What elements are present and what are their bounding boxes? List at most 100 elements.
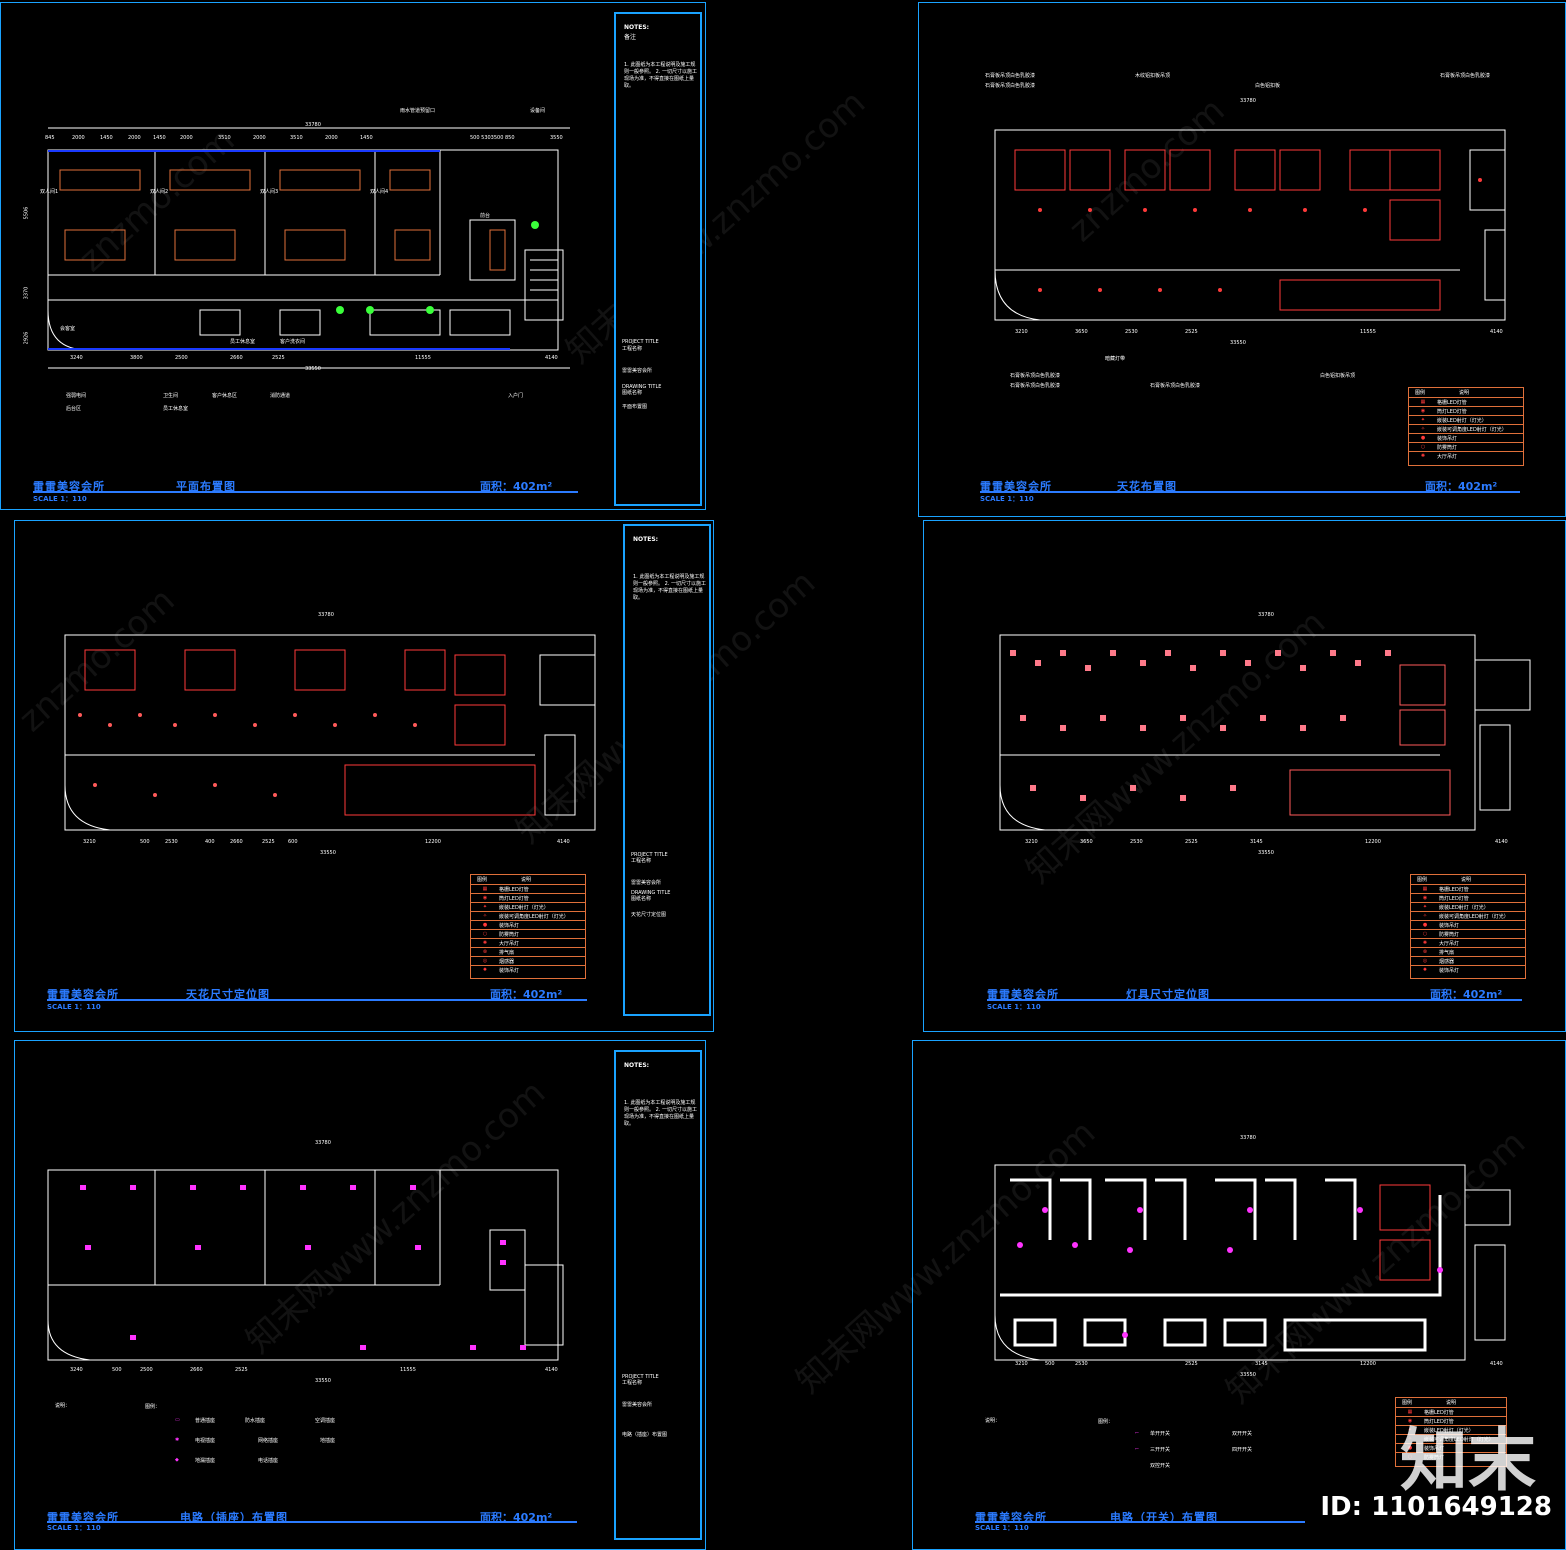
project-name: 雷雷美容会所 xyxy=(975,1511,1047,1524)
dimension: 4140 xyxy=(545,355,558,361)
annotation: 入户门 xyxy=(508,393,524,399)
scale-label: SCALE 1：110 xyxy=(47,1003,101,1011)
total-dimension: 33780 xyxy=(1240,98,1256,104)
dimension: 3800 xyxy=(130,355,143,361)
dimension: 3210 xyxy=(1015,1361,1028,1367)
legend-row: ✧嵌装可调角度LED射灯（灯光） xyxy=(471,911,585,921)
area-label: 面积：402m² xyxy=(490,988,563,1001)
drawing-title: 灯具尺寸定位图 xyxy=(1126,988,1210,1001)
dimension: 2000 xyxy=(72,135,85,141)
legend-row: ○防雾筒灯 xyxy=(471,929,585,939)
switch-plan-drawing xyxy=(994,1164,1511,1361)
sheet-ceiling-dimensions xyxy=(14,520,714,1032)
legend-row: ○防雾筒灯 xyxy=(1396,1452,1506,1462)
annotation: 木纹铝扣板吊顶 xyxy=(1135,73,1171,79)
dimension: 3210 xyxy=(83,839,96,845)
total-dimension: 33550 xyxy=(320,850,336,856)
dimension: 3510 xyxy=(290,135,303,141)
total-dimension: 33780 xyxy=(318,612,334,618)
annotation: 白色铝扣板 xyxy=(1255,83,1281,89)
scale-label: SCALE 1：110 xyxy=(980,495,1034,503)
area-label: 面积：402m² xyxy=(1425,480,1498,493)
total-dimension: 33550 xyxy=(1258,850,1274,856)
legend-row: ✹装饰吊灯 xyxy=(471,965,585,975)
room-label: 双人间3 xyxy=(260,189,279,195)
ceiling-legend: 图例说明 ▦格栅LED灯管 ◉筒灯LED灯管 ✦嵌装LED射灯（灯光） ✧嵌装可… xyxy=(1410,874,1526,979)
room-label: 双人间2 xyxy=(150,189,169,195)
notes-body: 1. 此图纸为本工程说明及施工规则一般参照。 2. 一切尺寸以施工现场为准，不得… xyxy=(624,1100,697,1127)
title-block: NOTES: 备注 1. 此图纸为本工程说明及施工规则一般参照。 2. 一切尺寸… xyxy=(614,12,702,506)
drawing-title: 平面布置图 xyxy=(622,404,648,410)
dimension: 845 xyxy=(45,135,55,141)
legend-row: ✦嵌装LED射灯（灯光） xyxy=(471,902,585,912)
dimension: 11555 xyxy=(415,355,431,361)
annotation: 石膏板吊顶白色乳胶漆 xyxy=(1010,383,1061,389)
notes-subheader: 备注 xyxy=(624,34,637,41)
legend-row: ○防雾筒灯 xyxy=(1411,929,1525,939)
dimension: 3370 xyxy=(23,286,30,300)
dimension: 2530 xyxy=(165,839,178,845)
total-dimension: 33550 xyxy=(315,1378,331,1384)
legend-row: ✹装饰吊灯 xyxy=(1411,965,1525,975)
dimension: 4140 xyxy=(1495,839,1508,845)
annotation: 消防通道 xyxy=(270,393,291,399)
dimension: 500 xyxy=(112,1367,122,1373)
lighting-dim-drawing xyxy=(999,634,1531,831)
project-name: 雷雷美容会所 xyxy=(622,368,653,374)
dimension: 3510 xyxy=(218,135,231,141)
scale-label: SCALE 1：110 xyxy=(33,495,87,503)
ceiling-legend: 图例说明 ▦格栅LED灯管 ◉筒灯LED灯管 ✦嵌装LED射灯（灯光） ✧嵌装可… xyxy=(470,874,586,979)
legend-label: 网络插座 xyxy=(258,1438,279,1444)
dimension: 2660 xyxy=(230,839,243,845)
legend-label: 单开开关 xyxy=(1150,1431,1171,1437)
title-underline xyxy=(33,491,578,493)
legend-label: 三开开关 xyxy=(1150,1447,1171,1453)
room-label: 员工休息室 xyxy=(230,339,256,345)
annotation: 设备间 xyxy=(530,108,546,114)
legend-row: ◉筒灯LED灯管 xyxy=(1411,893,1525,903)
annotation: 石膏板吊顶白色乳胶漆 xyxy=(985,83,1036,89)
total-dimension: 33550 xyxy=(305,366,321,372)
room-label: 前台 xyxy=(480,213,491,219)
ceiling-dim-drawing xyxy=(64,634,596,831)
legend-row: ▦格栅LED灯管 xyxy=(471,884,585,894)
annotation: 石膏板吊顶白色乳胶漆 xyxy=(1440,73,1491,79)
project-title-label-cn: 工程名称 xyxy=(622,1380,643,1386)
legend-row: ▦格栅LED灯管 xyxy=(1409,397,1523,407)
legend-header: 图例说明 xyxy=(477,877,532,883)
total-dimension: 33780 xyxy=(315,1140,331,1146)
dimension: 4140 xyxy=(545,1367,558,1373)
drawing-title: 天花布置图 xyxy=(1117,480,1177,493)
annotation: 强弱电间 xyxy=(66,393,87,399)
dimension: 3145 xyxy=(1250,839,1263,845)
floor-plan-drawing xyxy=(47,127,570,369)
legend-row: ▦格栅LED灯管 xyxy=(1411,884,1525,894)
dimension: 2530 xyxy=(1125,329,1138,335)
legend-title: 图例： xyxy=(145,1404,161,1410)
legend-row: ◎烟感器 xyxy=(471,956,585,966)
legend-row: ⊗排气扇 xyxy=(471,947,585,957)
legend-row: ✧嵌装可调角度LED射灯（灯光） xyxy=(1411,911,1525,921)
title-underline xyxy=(975,1521,1305,1523)
legend-row: ✧嵌装可调角度LED射灯（灯光） xyxy=(1396,1434,1506,1444)
switch-icon: ⌐ xyxy=(1135,1430,1140,1436)
dimension: 2525 xyxy=(262,839,275,845)
legend-row: ●装饰吊灯 xyxy=(1409,433,1523,443)
scale-label: SCALE 1：110 xyxy=(47,1524,101,1532)
project-name: 雷雷美容会所 xyxy=(980,480,1052,493)
annotation: 石膏板吊顶白色乳胶漆 xyxy=(985,73,1036,79)
dimension: 2000 xyxy=(128,135,141,141)
socket-icon: ▭ xyxy=(175,1417,180,1423)
drawing-title: 平面布置图 xyxy=(176,480,236,493)
dimension: 2530 xyxy=(1075,1361,1088,1367)
legend-row: ✦嵌装LED射灯（灯光） xyxy=(1396,1425,1506,1435)
project-title-label-cn: 工程名称 xyxy=(631,858,652,864)
dimension: 11555 xyxy=(400,1367,416,1373)
ceiling-legend: 图例说明 ▦格栅LED灯管 ◉筒灯LED灯管 ✦嵌装LED射灯（灯光） ✧嵌装可… xyxy=(1408,387,1524,466)
room-label: 客户洗衣间 xyxy=(280,339,306,345)
legend-row: ✺大厅吊灯 xyxy=(1409,451,1523,461)
dimension: 12200 xyxy=(1360,1361,1376,1367)
legend-label: 地插座 xyxy=(320,1438,336,1444)
legend-row: ◉筒灯LED灯管 xyxy=(471,893,585,903)
annotation: 后台区 xyxy=(66,406,82,412)
